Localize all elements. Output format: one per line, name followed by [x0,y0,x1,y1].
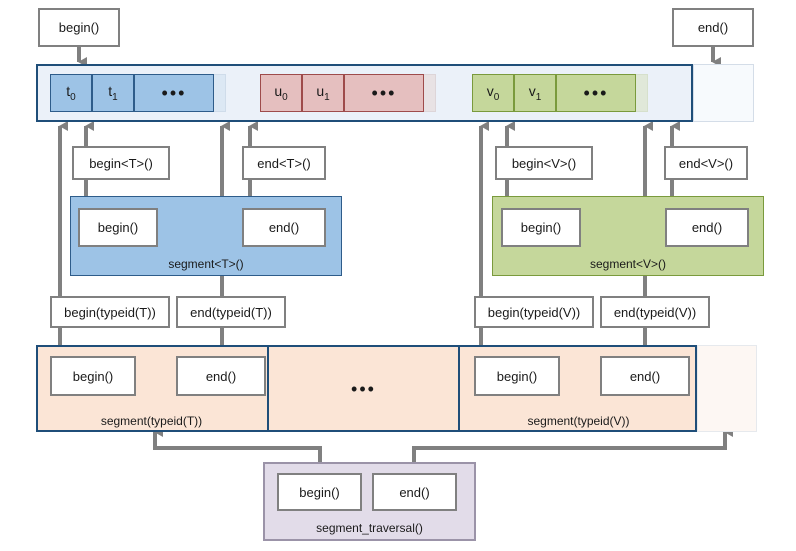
top-begin-call-box[interactable]: begin() [38,8,120,47]
end-typed-t-label: end<T>() [257,155,311,171]
segment-typed-v-label: segment<V>() [589,257,667,271]
end-typeid-t-box[interactable]: end(typeid(T)) [176,296,286,328]
begin-typed-v-box[interactable]: begin<V>() [495,146,593,180]
segment-typeid-v-end-box[interactable]: end() [600,356,690,396]
segment-traversal-end-label: end() [399,484,430,500]
segment-typed-t-end-label: end() [268,220,300,235]
end-typed-v-label: end<V>() [678,155,734,171]
v-dots-label: ••• [583,83,609,103]
top-end-call-box[interactable]: end() [672,8,754,47]
segment-typed-t-end-box[interactable]: end() [242,208,326,247]
segment-typeid-v-begin-label: begin() [496,368,538,384]
segment-typeid-t-end-box[interactable]: end() [176,356,266,396]
segment-typeid-v-begin-box[interactable]: begin() [474,356,560,396]
element-t0-label: t0 [66,83,76,103]
element-u0[interactable]: u0 [260,74,302,112]
element-u-ellipsis[interactable]: ••• [344,74,424,112]
segment-typeid-t-container: segment(typeid(T)) [36,345,269,432]
segment-typeid-v-label: segment(typeid(V)) [527,414,630,428]
typeid-middle-dots-label: ••• [351,378,376,399]
segment-typed-v-end-box[interactable]: end() [665,208,749,247]
segment-typed-v-end-label: end() [691,220,723,235]
top-begin-label: begin() [58,20,100,35]
segment-typeid-t-label: segment(typeid(T)) [100,414,203,428]
segment-typeid-t-begin-label: begin() [72,368,114,384]
segment-typeid-v-container: segment(typeid(V)) [460,345,697,432]
segment-typed-t-label: segment<T>() [168,257,244,271]
segment-traversal-end-box[interactable]: end() [372,473,457,511]
t-dots-label: ••• [161,83,187,103]
end-typeid-v-box[interactable]: end(typeid(V)) [600,296,710,328]
segment-typed-v-begin-label: begin() [520,220,562,235]
element-u0-label: u0 [274,83,288,103]
element-v1-label: v1 [528,83,542,103]
segment-typeid-v-end-label: end() [629,368,661,384]
end-typeid-t-label: end(typeid(T)) [190,304,272,320]
begin-typed-t-label: begin<T>() [89,155,153,171]
top-end-label: end() [697,20,729,35]
segment-traversal-begin-label: begin() [299,484,340,500]
end-typed-v-box[interactable]: end<V>() [664,146,748,180]
element-v-ellipsis[interactable]: ••• [556,74,636,112]
begin-typed-v-label: begin<V>() [511,155,577,171]
typeid-row-container [36,345,697,432]
segment-typeid-t-end-label: end() [205,368,237,384]
segment-typeid-middle-cell: ••• [269,345,460,432]
element-t1-label: t1 [108,83,118,103]
segment-typed-t-begin-label: begin() [97,220,139,235]
element-v0-label: v0 [486,83,500,103]
element-u1-label: u1 [316,83,330,103]
element-v1[interactable]: v1 [514,74,556,112]
segment-typed-v-begin-box[interactable]: begin() [501,208,581,247]
element-t-ellipsis[interactable]: ••• [134,74,214,112]
element-t1[interactable]: t1 [92,74,134,112]
element-t0[interactable]: t0 [50,74,92,112]
element-u1[interactable]: u1 [302,74,344,112]
begin-typeid-v-box[interactable]: begin(typeid(V)) [474,296,594,328]
segment-traversal-begin-box[interactable]: begin() [277,473,362,511]
segment-typed-t-begin-box[interactable]: begin() [78,208,158,247]
begin-typeid-t-box[interactable]: begin(typeid(T)) [50,296,170,328]
typeid-row-ghost-tail [697,345,757,432]
element-v0[interactable]: v0 [472,74,514,112]
segment-typeid-t-begin-box[interactable]: begin() [50,356,136,396]
u-dots-label: ••• [371,83,397,103]
begin-typeid-v-label: begin(typeid(V)) [487,304,581,320]
segment-traversal-label: segment_traversal() [316,521,423,535]
end-typeid-v-label: end(typeid(V)) [613,304,697,320]
flat-sequence-ghost-tail [693,64,754,122]
begin-typed-t-box[interactable]: begin<T>() [72,146,170,180]
begin-typeid-t-label: begin(typeid(T)) [64,304,156,320]
end-typed-t-box[interactable]: end<T>() [242,146,326,180]
